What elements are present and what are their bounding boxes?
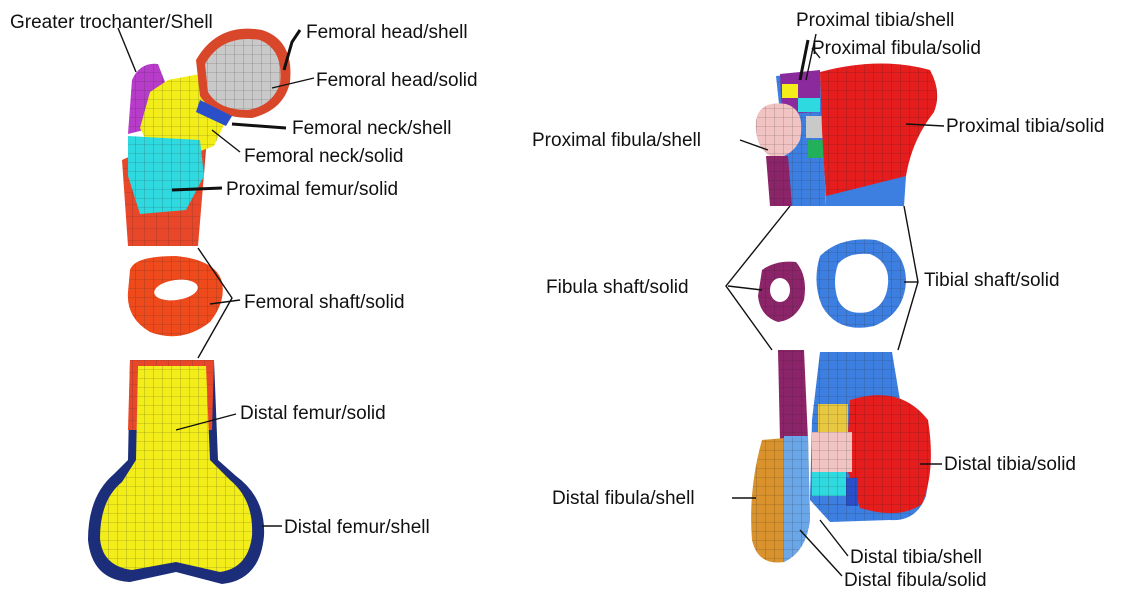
label-femoral-neck-shell: Femoral neck/shell	[292, 118, 451, 139]
label-femoral-neck-solid: Femoral neck/solid	[244, 146, 403, 167]
shaft-cross-sections	[758, 239, 906, 327]
label-tibial-shaft-solid: Tibial shaft/solid	[924, 270, 1060, 291]
label-distal-femur-shell: Distal femur/shell	[284, 517, 430, 538]
label-distal-fibula-shell: Distal fibula/shell	[552, 488, 695, 509]
label-fibula-shaft-solid: Fibula shaft/solid	[546, 277, 689, 298]
label-proximal-fibula-shell: Proximal fibula/shell	[532, 130, 701, 151]
distal-femur-mesh	[88, 360, 264, 584]
label-femoral-head-shell: Femoral head/shell	[306, 22, 468, 43]
label-distal-fibula-solid: Distal fibula/solid	[844, 570, 987, 591]
label-proximal-femur-solid: Proximal femur/solid	[226, 179, 398, 200]
label-distal-tibia-shell: Distal tibia/shell	[850, 547, 982, 568]
label-distal-femur-solid: Distal femur/solid	[240, 403, 386, 424]
proximal-femur-mesh	[122, 29, 290, 246]
label-distal-tibia-solid: Distal tibia/solid	[944, 454, 1076, 475]
distal-tibia-mesh	[751, 350, 931, 563]
proximal-tibia-mesh	[756, 63, 937, 206]
label-proximal-tibia-solid: Proximal tibia/solid	[946, 116, 1104, 137]
femoral-shaft-ring	[128, 256, 223, 336]
label-greater-trochanter-shell: Greater trochanter/Shell	[10, 12, 213, 33]
label-femoral-head-solid: Femoral head/solid	[316, 70, 478, 91]
label-proximal-tibia-shell: Proximal tibia/shell	[796, 10, 954, 31]
label-femoral-shaft-solid: Femoral shaft/solid	[244, 292, 405, 313]
label-proximal-fibula-solid: Proximal fibula/solid	[812, 38, 981, 59]
